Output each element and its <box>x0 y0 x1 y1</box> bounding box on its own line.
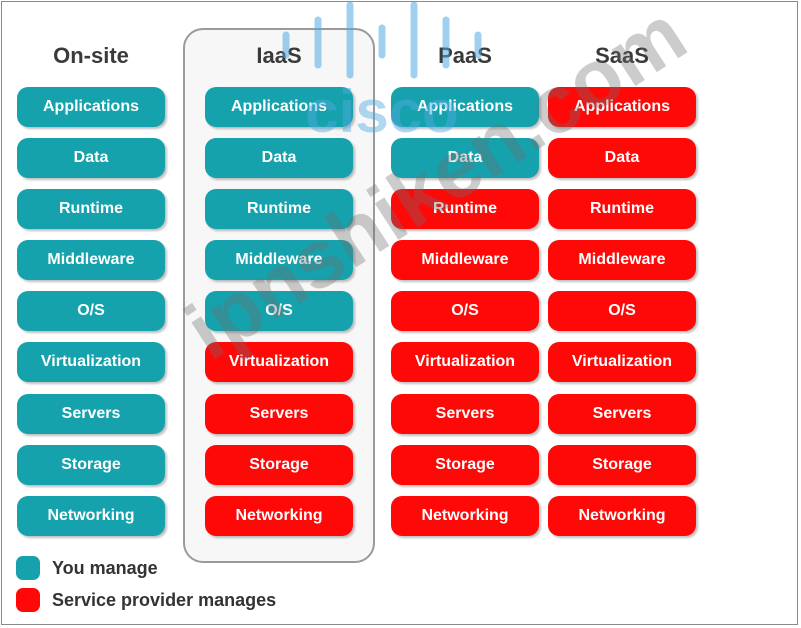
legend-label-provider-manages: Service provider manages <box>52 589 277 610</box>
cisco-logo-text: cisco <box>305 78 458 140</box>
stack-cell-applications: Applications <box>391 87 539 127</box>
column-title-on-site: On-site <box>53 43 129 68</box>
stack-cell-servers: Servers <box>205 393 353 434</box>
stack-cell-applications: Applications <box>205 87 353 127</box>
stack-cell-runtime: Runtime <box>17 189 165 230</box>
stack-cell-o-s: O/S <box>548 291 696 332</box>
stack-cell-networking: Networking <box>17 495 165 536</box>
cisco-logo-watermark: cisco <box>278 0 518 145</box>
legend-swatch-you-manage <box>16 556 40 580</box>
stack-cell-runtime: Runtime <box>391 189 539 230</box>
stack-cell-applications: Applications <box>548 87 696 127</box>
legend-swatch-provider-manages <box>16 588 40 612</box>
stack-cell-servers: Servers <box>548 393 696 434</box>
stack-cell-data: Data <box>17 138 165 179</box>
stack-cell-virtualization: Virtualization <box>548 342 696 383</box>
stack-cell-storage: Storage <box>548 444 696 485</box>
stack-cell-runtime: Runtime <box>205 189 353 230</box>
stack-cell-servers: Servers <box>17 393 165 434</box>
legend-item-you-manage: You manage <box>16 556 158 580</box>
stack-cell-middleware: Middleware <box>548 240 696 281</box>
stack-cell-storage: Storage <box>17 444 165 485</box>
stack-cell-middleware: Middleware <box>205 240 353 281</box>
stack-cell-storage: Storage <box>391 444 539 485</box>
stack-cell-networking: Networking <box>391 495 539 536</box>
stack-cell-virtualization: Virtualization <box>391 342 539 383</box>
stack-cell-data: Data <box>548 138 696 179</box>
stack-cell-runtime: Runtime <box>548 189 696 230</box>
stack-cell-virtualization: Virtualization <box>17 342 165 383</box>
legend-item-provider-manages: Service provider manages <box>16 588 276 612</box>
stack-cell-networking: Networking <box>548 495 696 536</box>
stack-cell-o-s: O/S <box>391 291 539 332</box>
stack-cell-o-s: O/S <box>205 291 353 332</box>
stack-cell-servers: Servers <box>391 393 539 434</box>
stack-cell-middleware: Middleware <box>391 240 539 281</box>
stack-cell-o-s: O/S <box>17 291 165 332</box>
stack-cell-data: Data <box>205 138 353 179</box>
stack-cell-networking: Networking <box>205 495 353 536</box>
column-title-iaas: IaaS <box>256 43 302 68</box>
stack-cell-virtualization: Virtualization <box>205 342 353 383</box>
column-title-saas: SaaS <box>595 43 649 68</box>
stack-cell-storage: Storage <box>205 444 353 485</box>
stack-cell-applications: Applications <box>17 87 165 127</box>
stack-cell-middleware: Middleware <box>17 240 165 281</box>
legend-label-you-manage: You manage <box>52 557 158 578</box>
stack-cell-data: Data <box>391 138 539 179</box>
